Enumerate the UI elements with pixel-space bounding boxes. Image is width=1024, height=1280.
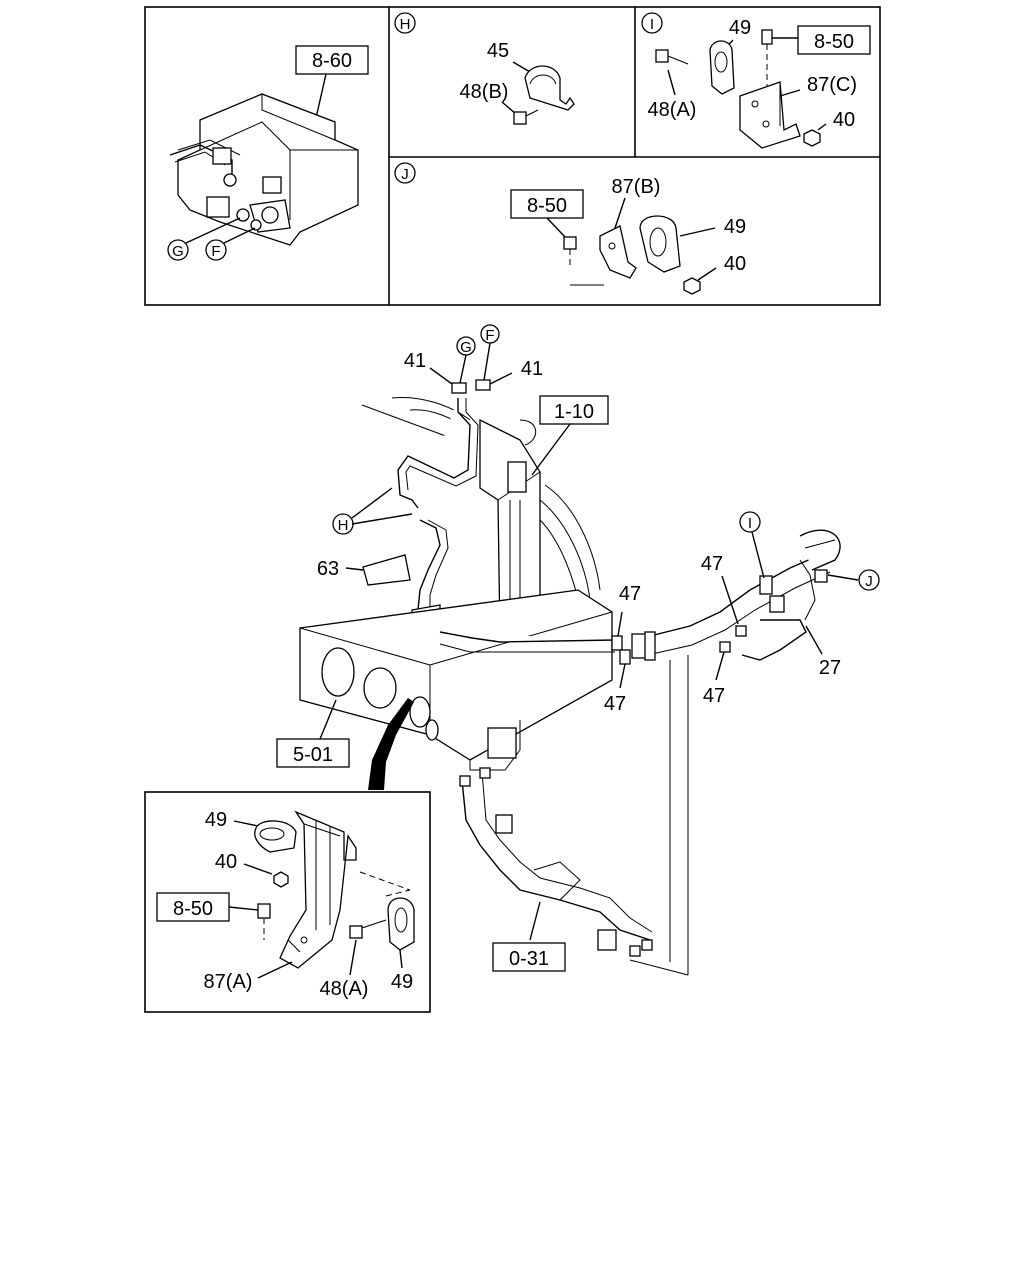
- clamp-41-left: [451, 382, 467, 394]
- nut-inset-40: [273, 871, 289, 888]
- label-41-right: 41: [521, 358, 543, 380]
- ref-8-50-i[interactable]: 8-50: [814, 31, 854, 53]
- callout-main-i: I: [748, 515, 752, 532]
- section-h: H 45 48(B): [394, 12, 575, 125]
- ref-box-8-50-j[interactable]: [510, 189, 584, 219]
- label-j-49: 49: [724, 216, 746, 238]
- label-87c: 87(C): [807, 74, 857, 96]
- upper-hose: [397, 398, 471, 509]
- label-i-48a: 48(A): [648, 99, 697, 121]
- detail-arrow: [368, 698, 414, 790]
- label-inset-48a: 48(A): [320, 978, 369, 1000]
- label-63: 63: [317, 558, 339, 580]
- callout-f-circle: [205, 239, 227, 261]
- label-47-b: 47: [604, 693, 626, 715]
- clip-inset-49-bottom: [387, 897, 415, 951]
- ref-8-50-j[interactable]: 8-50: [527, 195, 567, 217]
- label-41-left: 41: [404, 350, 426, 372]
- label-i-49: 49: [729, 17, 751, 39]
- ref-box-0-31[interactable]: [492, 942, 566, 972]
- section-h-label: H: [400, 16, 411, 33]
- label-inset-49-bottom: 49: [391, 971, 413, 993]
- ref-5-01[interactable]: 5-01: [293, 744, 333, 766]
- ref-8-50-inset[interactable]: 8-50: [173, 898, 213, 920]
- inset-bracket-detail: 49 40 8-50 87(A) 48(A) 49: [144, 791, 431, 1013]
- clip-45: [524, 65, 575, 111]
- bracket-87c: [739, 81, 801, 149]
- top-panel: [144, 6, 881, 306]
- label-27: 27: [819, 657, 841, 679]
- label-48b: 48(B): [460, 81, 509, 103]
- ref-8-60[interactable]: 8-60: [312, 50, 352, 72]
- ref-box-8-50-i[interactable]: [797, 25, 871, 55]
- pipe-0-31: [461, 779, 651, 941]
- label-47-c: 47: [701, 553, 723, 575]
- hose-27: [741, 619, 807, 661]
- bolt-i-48a: [655, 49, 669, 63]
- callout-main-f: F: [485, 327, 494, 344]
- nut-i-40: [803, 129, 821, 147]
- clip-j-49: [639, 215, 681, 273]
- clip-i-49: [709, 40, 735, 95]
- clamp-41-right: [475, 379, 491, 391]
- ref-0-31[interactable]: 0-31: [509, 948, 549, 970]
- ref-box-8-60[interactable]: [295, 45, 369, 75]
- callout-g-circle: [167, 239, 189, 261]
- label-47-d: 47: [703, 685, 725, 707]
- reservoir-detail: 8-60 G F: [167, 45, 369, 261]
- label-87b: 87(B): [612, 176, 661, 198]
- label-47-a: 47: [619, 583, 641, 605]
- pipe-main: [439, 631, 616, 643]
- bracket-inset-87a: [279, 810, 357, 969]
- clip-47-top: [611, 635, 623, 651]
- frame-rail: [299, 589, 613, 761]
- label-i-40: 40: [833, 109, 855, 131]
- nut-j-40: [683, 277, 701, 295]
- callout-main-h: H: [338, 517, 349, 534]
- bolt-i-850: [761, 29, 773, 45]
- bolt-inset-48a: [349, 925, 363, 939]
- bolt-inset-850: [257, 903, 271, 919]
- callout-f: F: [211, 243, 220, 260]
- clip-47-bottom: [619, 649, 631, 665]
- bracket-87b: [599, 225, 637, 279]
- section-j: J 8-50 87(B) 49 40: [394, 162, 746, 295]
- bolt-48b: [513, 111, 527, 125]
- ref-box-1-10[interactable]: [539, 395, 609, 425]
- label-87a: 87(A): [204, 971, 253, 993]
- label-inset-40: 40: [215, 851, 237, 873]
- main-assembly: 1-10 G F 41 41 H 63: [276, 324, 880, 976]
- ref-box-5-01[interactable]: [276, 738, 350, 768]
- label-45: 45: [487, 40, 509, 62]
- section-i: I 49 8-50 48(A) 87(C) 40: [641, 12, 871, 149]
- label-inset-49-top: 49: [205, 809, 227, 831]
- section-j-label: J: [401, 166, 409, 183]
- section-i-label: I: [650, 16, 654, 33]
- label-j-40: 40: [724, 253, 746, 275]
- ref-1-10[interactable]: 1-10: [554, 401, 594, 423]
- callout-g: G: [172, 243, 184, 260]
- bolt-j-850: [563, 236, 577, 250]
- ref-box-8-50-inset[interactable]: [156, 892, 230, 922]
- callout-main-j: J: [865, 573, 873, 590]
- callout-main-g: G: [460, 339, 472, 356]
